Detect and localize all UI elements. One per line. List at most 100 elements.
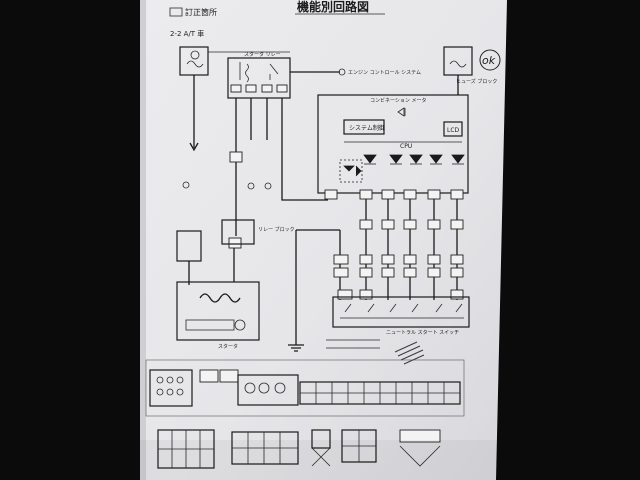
meter-connector-2 <box>359 189 373 200</box>
meter-connector-1 <box>324 189 338 200</box>
row-d-conn-3 <box>450 289 464 300</box>
connector-left-2 <box>228 237 242 249</box>
lcd-label: LCD <box>447 127 460 134</box>
cpu-label: CPU <box>400 143 412 150</box>
connector-long-pins <box>300 382 460 404</box>
row-a-conn-5 <box>450 219 464 230</box>
diode-4 <box>429 154 443 165</box>
relay-contact <box>269 63 279 80</box>
row-c-conn-3 <box>381 267 395 278</box>
meter-connector-6 <box>450 189 464 200</box>
round-pin-3 <box>274 382 286 394</box>
system-control-box <box>343 119 385 135</box>
lcd-box <box>443 121 463 137</box>
connector-8pin-frame <box>149 369 193 407</box>
ground-mark-c <box>264 182 272 190</box>
meter-connector-4 <box>403 189 417 200</box>
starter-box <box>176 281 260 341</box>
engine-control-label: エンジン コントロール システム <box>348 70 421 76</box>
row-a-conn-2 <box>381 219 395 230</box>
starter-relay-box <box>227 57 291 99</box>
diagram-title: 機能別回路図 <box>297 0 369 14</box>
row-b-conn-5 <box>427 254 441 265</box>
connector-row-d <box>337 289 464 300</box>
pin-a5 <box>166 388 174 396</box>
pin-a1 <box>156 376 164 384</box>
fuse-left-element <box>186 60 204 68</box>
engine-control-node <box>338 68 346 76</box>
diode-1 <box>363 154 377 165</box>
handwritten-scribble <box>394 341 425 365</box>
row-c-conn-2 <box>359 267 373 278</box>
starter-motor-end <box>234 319 246 331</box>
fuse-left-circle <box>190 50 200 60</box>
connector-8pin <box>156 376 184 396</box>
neutral-start-switch-box <box>332 296 470 328</box>
relay-block-box <box>221 219 255 245</box>
diode-pair <box>343 165 362 177</box>
diode-5 <box>451 154 465 165</box>
fuse-block-right-label: ヒューズ ブロック <box>456 78 497 85</box>
starter-solenoid <box>199 293 241 303</box>
relay-pin-4 <box>276 84 288 93</box>
relay-pin-1 <box>230 84 242 93</box>
wire-relay-pin4 <box>281 98 328 201</box>
row-b-conn-6 <box>450 254 464 265</box>
relay-pin-2 <box>245 84 257 93</box>
row-b-conn-3 <box>381 254 395 265</box>
paper-bottom-shadow <box>140 440 500 480</box>
row-a-conn-3 <box>403 219 417 230</box>
diode-pair-box <box>339 159 363 183</box>
row-c-conn-5 <box>427 267 441 278</box>
connector-row-b <box>333 254 464 265</box>
connector-left-1 <box>229 151 243 163</box>
starter-label: スタータ <box>218 343 238 350</box>
handwritten-ok-circle <box>479 49 501 71</box>
pin-a4 <box>156 388 164 396</box>
starter-relay-label: スタータ リレー <box>244 51 281 58</box>
meter-connector-5 <box>427 189 441 200</box>
diode-3 <box>409 154 423 165</box>
ground-mark-a <box>182 181 190 189</box>
handwritten-ok: ok <box>482 54 496 67</box>
round-pin-2 <box>258 382 270 394</box>
connector-row-a <box>359 219 464 230</box>
upper-circuit: スタータ リレー エンジン コントロール システム リレー ブロック <box>176 46 501 365</box>
binder-strip <box>140 0 146 480</box>
row-a-conn-1 <box>359 219 373 230</box>
connector-strip-main <box>145 359 465 417</box>
pin-a2 <box>166 376 174 384</box>
meter-diode-top <box>397 107 406 117</box>
relay-block-label: リレー ブロック <box>258 226 295 233</box>
combination-meter-label: コンビネーション メータ <box>370 97 427 104</box>
relay-coil <box>239 62 249 83</box>
ground-mark-b <box>247 182 255 190</box>
row-c-conn-4 <box>403 267 417 278</box>
correction-legend-box <box>169 7 183 17</box>
round-pin-1 <box>244 382 256 394</box>
fuse-left-arrowhead <box>189 142 199 152</box>
connector-round-frame <box>237 374 299 406</box>
connector-label-box <box>399 429 441 443</box>
header: 訂正箇所 機能別回路図 <box>169 0 385 17</box>
neutral-start-switch-label: ニュートラル スタート スイッチ <box>386 329 459 336</box>
switch-contacts <box>344 303 463 313</box>
row-d-conn-2 <box>359 289 373 300</box>
row-a-conn-4 <box>427 219 441 230</box>
section-label: 2-2 A/T 車 <box>170 29 204 38</box>
correction-label: 訂正箇所 <box>185 7 217 17</box>
row-c-conn-1 <box>333 267 349 278</box>
system-control-label: システム制御 <box>349 124 385 132</box>
fuse-right-element <box>449 60 467 68</box>
starter-motor <box>185 319 235 331</box>
pin-a6 <box>176 388 184 396</box>
meter-connector-3 <box>381 189 395 200</box>
row-b-conn-2 <box>359 254 373 265</box>
connector-views <box>145 359 465 469</box>
diode-2 <box>389 154 403 165</box>
connector-small-2 <box>219 369 239 383</box>
relay-pin-3 <box>261 84 273 93</box>
connector-row-c <box>333 267 464 278</box>
row-c-conn-6 <box>450 267 464 278</box>
